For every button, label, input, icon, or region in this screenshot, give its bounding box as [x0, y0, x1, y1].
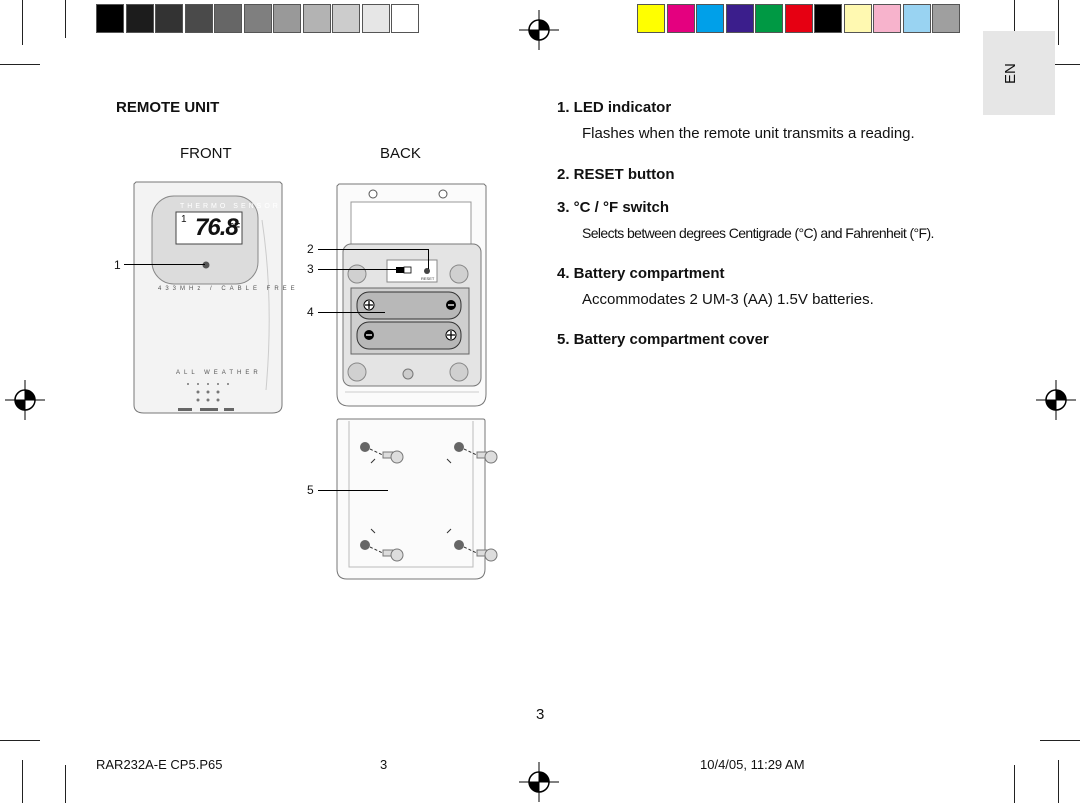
footer-page: 3: [380, 757, 388, 772]
callout-2-line-drop: [428, 249, 429, 269]
grayscale-swatch-11: [391, 4, 419, 33]
color-swatch-3: [696, 4, 724, 33]
item-1-text: Flashes when the remote unit transmits a…: [582, 125, 915, 142]
item-1-heading: 1. LED indicator: [557, 99, 672, 116]
front-label: FRONT: [180, 145, 232, 162]
color-swatch-10: [902, 4, 931, 33]
grayscale-swatch-10: [361, 4, 390, 33]
grayscale-swatch-8: [302, 4, 331, 33]
remote-unit-back-illustration: [336, 183, 487, 407]
callout-2-label: 2: [307, 242, 314, 256]
grayscale-swatch-4: [184, 4, 213, 33]
device-brand-text: THERMO SENSOR: [180, 203, 281, 210]
grayscale-swatch-1: [96, 4, 124, 33]
color-swatch-8: [843, 4, 872, 33]
item-4-heading: 4. Battery compartment: [557, 265, 725, 282]
callout-3-line: [318, 269, 396, 270]
color-swatch-9: [873, 4, 901, 33]
callout-1-line: [124, 264, 205, 265]
grayscale-swatch-7: [273, 4, 301, 33]
callout-2-line: [318, 249, 429, 250]
remote-unit-front-illustration: [133, 181, 283, 414]
grayscale-swatch-6: [243, 4, 272, 33]
item-5-heading: 5. Battery compartment cover: [557, 331, 769, 348]
registration-mark-bottom: [519, 762, 559, 802]
registration-mark-top: [519, 10, 559, 50]
language-tab: [983, 31, 1055, 115]
color-swatch-5: [755, 4, 783, 33]
back-label: BACK: [380, 145, 421, 162]
grayscale-swatch-2: [125, 4, 154, 33]
grayscale-swatch-3: [155, 4, 183, 33]
footer-file: RAR232A-E CP5.P65: [96, 757, 223, 772]
frequency-text: 433MHz / CABLE FREE: [158, 286, 299, 292]
color-swatch-4: [725, 4, 754, 33]
section-title: REMOTE UNIT: [116, 99, 220, 116]
display-reading: 76.8: [195, 214, 239, 241]
display-channel: 1: [181, 214, 187, 225]
reset-text: RESET: [421, 276, 435, 281]
grayscale-swatch-5: [214, 4, 242, 33]
color-swatch-6: [784, 4, 813, 33]
display-unit: °F: [230, 222, 241, 233]
weather-text: ALL WEATHER: [176, 370, 262, 376]
grayscale-swatch-9: [332, 4, 360, 33]
color-swatch-2: [666, 4, 695, 33]
callout-5-line: [318, 490, 388, 491]
callout-5-label: 5: [307, 483, 314, 497]
callout-1-label: 1: [114, 258, 121, 272]
callout-4-line: [318, 312, 385, 313]
item-4-text: Accommodates 2 UM-3 (AA) 1.5V batteries.: [582, 291, 874, 308]
item-3-heading: 3. °C / °F switch: [557, 199, 670, 216]
page-number: 3: [536, 706, 545, 723]
registration-mark-right: [1036, 380, 1076, 420]
language-tab-label: EN: [1002, 63, 1019, 84]
registration-mark-left: [5, 380, 45, 420]
color-swatch-7: [814, 4, 842, 33]
item-3-text: Selects between degrees Centigrade (°C) …: [582, 225, 934, 241]
footer-datetime: 10/4/05, 11:29 AM: [700, 757, 805, 772]
callout-4-label: 4: [307, 305, 314, 319]
color-swatch-11: [932, 4, 960, 33]
color-swatch-1: [637, 4, 665, 33]
battery-cover-illustration: [336, 418, 498, 580]
item-2-heading: 2. RESET button: [557, 166, 675, 183]
callout-3-label: 3: [307, 262, 314, 276]
